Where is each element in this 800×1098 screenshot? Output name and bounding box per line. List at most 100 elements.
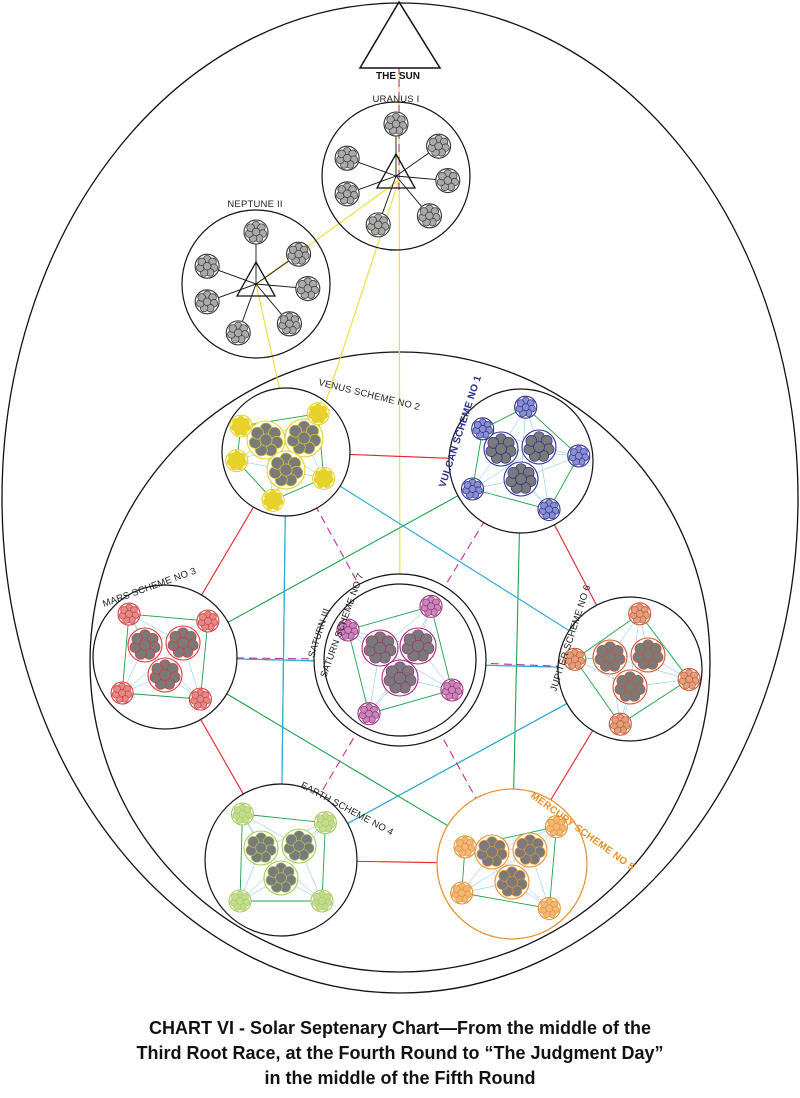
globe-sphere	[118, 689, 126, 697]
globe-sphere	[448, 686, 456, 694]
sun-label: THE SUN	[376, 71, 420, 82]
globe-sphere	[236, 897, 244, 905]
globe-sphere	[339, 622, 347, 630]
globe-sphere	[365, 635, 378, 648]
globe-sphere	[151, 663, 164, 675]
globe-sphere	[233, 806, 242, 814]
globe-sphere	[120, 606, 128, 614]
globe-sphere	[552, 822, 561, 831]
globe-sphere	[288, 245, 298, 255]
caption-line-2: Third Root Race, at the Fourth Round to …	[136, 1043, 664, 1063]
neptune-scheme	[181, 209, 331, 359]
globe-sphere	[547, 818, 556, 827]
globe-sphere	[197, 293, 206, 302]
globe-sphere	[288, 424, 302, 438]
globe-sphere	[365, 709, 373, 718]
globe-sphere	[457, 889, 466, 897]
globe-sphere	[238, 810, 247, 818]
uranus-label: URANUS I	[373, 94, 420, 105]
globe-sphere	[456, 839, 464, 847]
globe-sphere	[443, 682, 451, 690]
globe-sphere	[443, 176, 452, 185]
globe-sphere	[478, 840, 491, 852]
uranus-scheme	[321, 101, 471, 251]
globe-sphere	[251, 227, 261, 237]
globe-sphere	[250, 426, 264, 440]
globe-sphere	[285, 319, 294, 329]
globe-sphere	[516, 838, 529, 850]
globe-sphere	[452, 885, 461, 893]
globe-sphere	[540, 900, 549, 909]
earth-scheme	[204, 783, 358, 937]
globe-sphere	[269, 496, 277, 505]
globe-sphere	[234, 328, 243, 338]
caption-line-1: CHART VI - Solar Septenary Chart—From th…	[148, 1018, 652, 1038]
globe-sphere	[521, 403, 530, 412]
globe-sphere	[685, 675, 693, 684]
globe-sphere	[680, 671, 688, 680]
saturn-inner-circle	[323, 583, 477, 737]
globe-sphere	[344, 626, 352, 634]
globe-sphere	[237, 422, 245, 430]
globe-sphere	[125, 610, 133, 618]
globe-sphere	[294, 249, 303, 259]
globe-sphere	[425, 211, 434, 221]
globe-sphere	[159, 669, 171, 681]
mars-scheme-circle	[92, 584, 238, 730]
globe-sphere	[516, 399, 525, 408]
globe-sphere	[267, 866, 280, 878]
mercury-scheme	[436, 788, 588, 940]
globe-sphere	[487, 437, 500, 449]
globe-sphere	[438, 172, 447, 181]
jupiter-scheme-circle	[557, 596, 703, 742]
globe-sphere	[411, 639, 425, 653]
globe-sphere	[642, 649, 654, 661]
globe-sphere	[337, 149, 346, 159]
chart-caption: CHART VI - Solar Septenary Chart—From th…	[0, 1016, 800, 1091]
sun-triangle	[358, 0, 442, 69]
globe-sphere	[275, 872, 287, 884]
globe-sphere	[596, 645, 609, 657]
globe-sphere	[524, 844, 536, 856]
globe-sphere	[540, 501, 548, 510]
globe-sphere	[247, 836, 260, 848]
globe-sphere	[635, 609, 644, 618]
globe-sphere	[316, 814, 325, 823]
globe-sphere	[393, 671, 407, 685]
globe-sphere	[342, 154, 352, 163]
globe-sphere	[604, 651, 616, 663]
globe-sphere	[227, 452, 236, 461]
globe-sphere	[314, 409, 323, 418]
globe-sphere	[545, 904, 554, 913]
neptune-label: NEPTUNE II	[227, 199, 282, 210]
uranus-triangle	[375, 152, 417, 189]
globe-sphere	[434, 141, 443, 151]
globe-sphere	[478, 424, 487, 433]
globe-sphere	[515, 473, 527, 485]
globe-sphere	[196, 695, 205, 704]
globe-sphere	[309, 405, 318, 414]
globe-sphere	[197, 257, 206, 267]
globe-sphere	[386, 115, 395, 124]
globe-sphere	[113, 685, 121, 693]
globe-sphere	[293, 840, 305, 852]
globe-sphere	[169, 631, 182, 643]
globe-sphere	[232, 418, 240, 426]
globe-sphere	[131, 633, 144, 645]
globe-sphere	[232, 456, 241, 465]
globe-sphere	[191, 691, 200, 700]
globe-sphere	[634, 643, 647, 655]
globe-sphere	[525, 435, 538, 447]
globe-sphere	[507, 467, 520, 479]
globe-sphere	[611, 716, 620, 725]
globe-sphere	[506, 876, 518, 888]
neptune-scheme-circle	[181, 209, 331, 359]
globe-sphere	[228, 324, 237, 333]
globe-sphere	[419, 207, 429, 216]
globe-sphere	[314, 470, 323, 479]
globe-sphere	[313, 893, 321, 901]
globe-sphere	[279, 315, 289, 324]
globe-sphere	[428, 137, 438, 147]
globe-sphere	[321, 818, 330, 827]
globe-sphere	[468, 485, 477, 493]
